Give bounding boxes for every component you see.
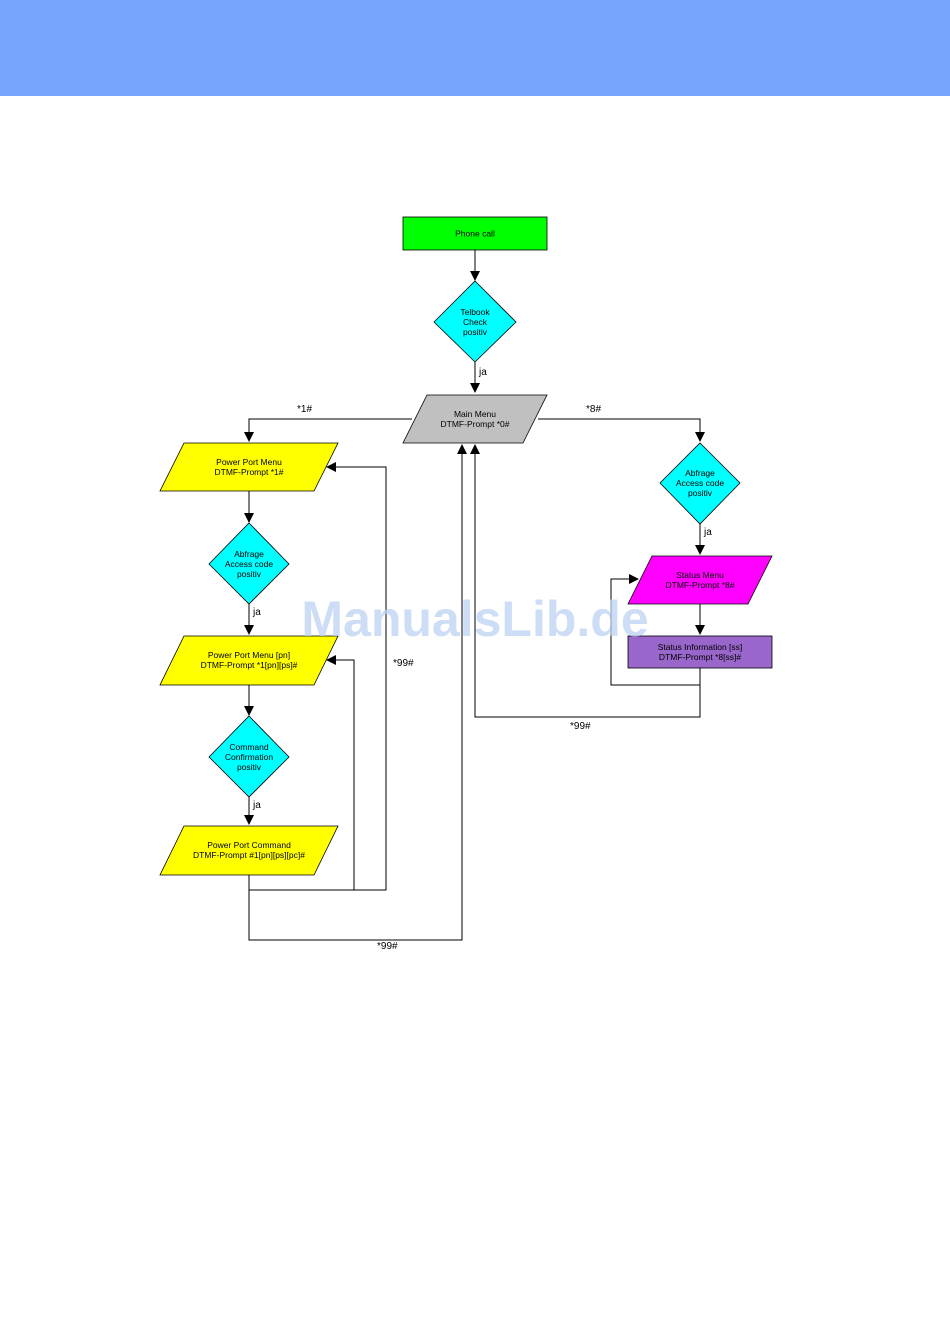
label-power-port-menu-pn: Power Port Menu [pn]DTMF-Prompt *1[pn][p… <box>201 650 298 670</box>
label-line: Command <box>229 742 268 752</box>
command-confirmation-diamond <box>208 715 290 798</box>
label-ja-access-right: ja <box>703 527 712 538</box>
label-line: DTMF-Prompt *1[pn][ps]# <box>201 660 298 670</box>
label-line: positiv <box>237 762 262 772</box>
label-line: DTMF-Prompt *0# <box>441 419 510 429</box>
label-line: DTMF-Prompt *8# <box>666 580 735 590</box>
edges <box>244 250 705 941</box>
node-power-port-menu-pn: Power Port Menu [pn]DTMF-Prompt *1[pn][p… <box>159 635 339 686</box>
watermark: ManualsLib.de <box>301 591 648 647</box>
status-information-box <box>627 635 773 669</box>
status-menu-box <box>627 555 773 605</box>
node-status-information: Status Information [ss]DTMF-Prompt *8[ss… <box>627 635 773 669</box>
label-line: positiv <box>463 327 488 337</box>
power-port-menu-pn-box <box>159 635 339 686</box>
label-status-information: Status Information [ss]DTMF-Prompt *8[ss… <box>658 642 743 662</box>
access-code-left-diamond <box>208 522 290 605</box>
edge-labels: ja *1# *8# ja ja *99# *99# ja *99# <box>252 367 712 952</box>
label-back-99-right: *99# <box>570 721 591 732</box>
label-to-status: *8# <box>586 404 601 415</box>
label-line: Confirmation <box>225 752 273 762</box>
edge-back-to-mainmenu-left <box>248 444 467 941</box>
label-line: Check <box>463 317 488 327</box>
telbook-check-diamond <box>433 280 517 363</box>
label-line: Status Information [ss] <box>658 642 743 652</box>
label-line: Abfrage <box>234 549 264 559</box>
label-phone-call: Phone call <box>455 229 495 239</box>
access-code-right-diamond <box>659 442 741 525</box>
power-port-command-box <box>159 825 339 876</box>
header-band <box>0 0 950 96</box>
label-line: DTMF-Prompt *8[ss]# <box>659 652 741 662</box>
label-to-power-port: *1# <box>297 404 312 415</box>
edge-mainmenu-status <box>538 418 705 442</box>
main-menu-box <box>402 394 548 444</box>
label-line: Abfrage <box>685 468 715 478</box>
label-ja-access-left: ja <box>252 607 261 618</box>
label-line: DTMF-Prompt #1[pn][ps][pc]# <box>193 850 305 860</box>
label-ja-telbook: ja <box>478 367 487 378</box>
edge-back-to-statusmenu <box>610 574 701 686</box>
label-line: Power Port Menu [pn] <box>208 650 290 660</box>
label-line: Main Menu <box>454 409 496 419</box>
label-line: Status Menu <box>676 570 724 580</box>
label-line: Access code <box>676 478 724 488</box>
edge-back-to-mainmenu-right <box>470 444 701 718</box>
label-ja-command: ja <box>252 800 261 811</box>
label-line: Telbook <box>460 307 490 317</box>
label-back-99-left-bottom: *99# <box>377 941 398 952</box>
phone-call-box <box>402 216 548 251</box>
edge-mainmenu-powerport <box>244 418 412 442</box>
label-line: positiv <box>688 488 713 498</box>
label-line: Access code <box>225 559 273 569</box>
label-line: Power Port Command <box>207 840 291 850</box>
label-back-99-left-inner: *99# <box>393 658 414 669</box>
power-port-menu-box <box>159 442 339 492</box>
label-line: Phone call <box>455 229 495 239</box>
label-line: DTMF-Prompt *1# <box>215 467 284 477</box>
node-phone-call: Phone call <box>402 216 548 251</box>
label-line: Power Port Menu <box>216 457 282 467</box>
label-line: positiv <box>237 569 262 579</box>
edge-back-to-powerport <box>326 462 387 891</box>
